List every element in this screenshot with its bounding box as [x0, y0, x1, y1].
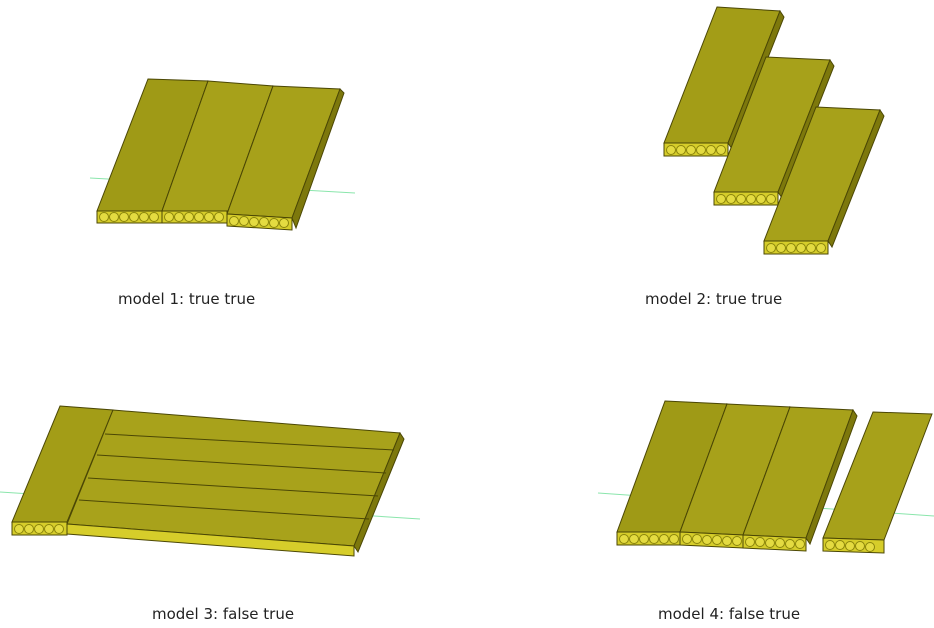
model-1-caption: model 1: true true [118, 290, 256, 308]
slab [822, 411, 933, 554]
slab [713, 56, 835, 206]
slab [763, 106, 885, 255]
slab [226, 85, 345, 231]
wide-slab [66, 409, 405, 557]
model-2-caption: model 2: true true [645, 290, 783, 308]
model-3-caption: model 3: false true [152, 605, 295, 623]
model-4-caption: model 4: false true [658, 605, 801, 623]
slab [663, 6, 785, 157]
model-3-slabs [11, 405, 405, 557]
slab [742, 406, 858, 552]
model-2-slabs [663, 6, 885, 255]
model-1-slabs [96, 78, 345, 231]
model-4-slabs [616, 400, 933, 554]
slab [11, 405, 114, 536]
